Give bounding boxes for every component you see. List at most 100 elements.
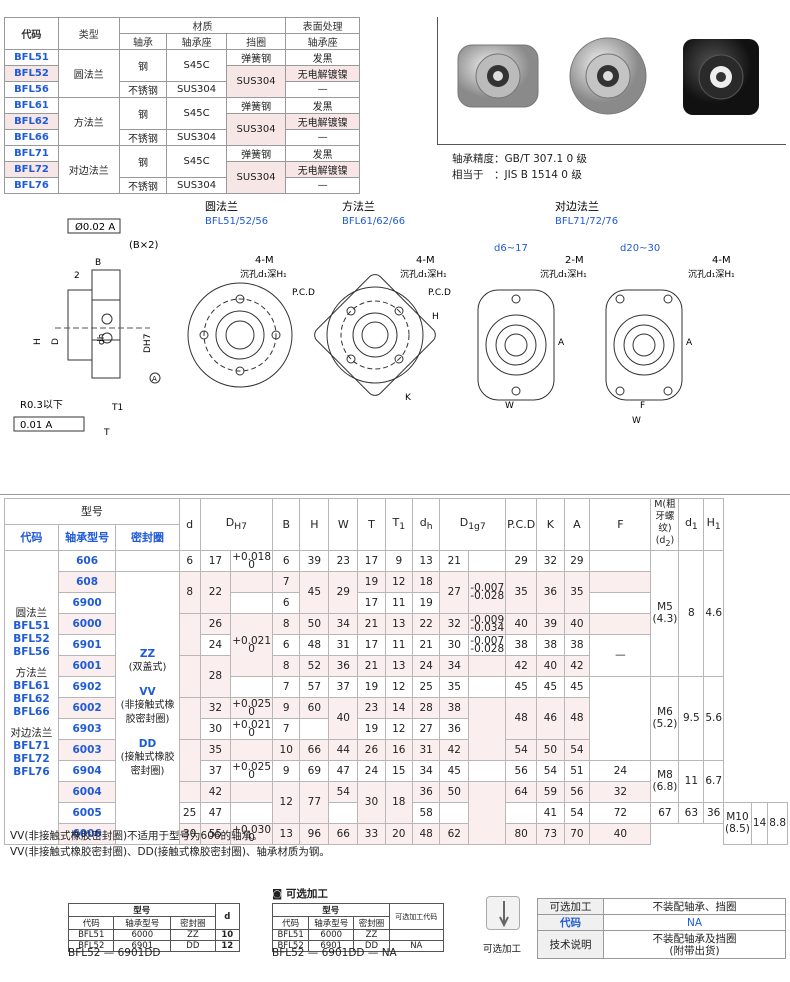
spec-cell: 36 bbox=[328, 654, 359, 677]
spec-m-label: (5.2) bbox=[652, 718, 678, 731]
spec-cell: 45 bbox=[505, 675, 538, 698]
spec-cell: 48 bbox=[299, 633, 330, 656]
spec-cell: 23 bbox=[328, 549, 359, 572]
option-icon-label: 可选加工 bbox=[483, 944, 522, 955]
square-title: 方法兰 bbox=[342, 199, 375, 213]
spec-cell: 19 bbox=[357, 675, 386, 698]
material-cell: 钢 bbox=[118, 145, 168, 178]
material-cell: 发黑 bbox=[285, 97, 360, 114]
spec-header-t: T bbox=[357, 498, 386, 551]
spec-cell: 47 bbox=[199, 801, 232, 824]
spec-bearing-cell: 6904 bbox=[57, 759, 117, 782]
ex1-header-seal: 密封圈 bbox=[170, 916, 216, 930]
ex2-cell: ZZ bbox=[353, 929, 390, 941]
spec-cell: 32 bbox=[439, 612, 470, 635]
spec-cell: 37 bbox=[328, 675, 359, 698]
material-cell: SUS304 bbox=[225, 113, 287, 146]
spec-cell: 62 bbox=[439, 822, 470, 845]
spec-cell: 56 bbox=[505, 759, 538, 782]
dim-2: 2 bbox=[74, 271, 80, 281]
spec-cell: 29 bbox=[563, 549, 591, 572]
tolerance-cell bbox=[468, 654, 507, 677]
datum-a: A bbox=[152, 375, 157, 383]
spec-cell bbox=[439, 801, 470, 824]
spec-cell: 9 bbox=[384, 549, 413, 572]
spec-header-bearing: 轴承型号 bbox=[57, 523, 117, 551]
spec-seal-label: (双盖式) bbox=[128, 661, 167, 673]
spec-cell: 54 bbox=[563, 738, 591, 761]
material-header-code: 代码 bbox=[4, 17, 59, 50]
spec-cell: 30 bbox=[439, 633, 470, 656]
spec-cell: 35 bbox=[199, 738, 232, 761]
material-cell: SUS304 bbox=[225, 161, 287, 194]
spec-m-label: M10 bbox=[726, 811, 749, 824]
spec-cell bbox=[178, 738, 201, 782]
spec-seal-label: VV bbox=[139, 685, 156, 698]
spec-cell: 42 bbox=[199, 780, 232, 803]
spec-cell: 48 bbox=[563, 696, 591, 740]
option-header-desc: 技术说明 bbox=[537, 930, 604, 959]
spec-m-label: M5 bbox=[657, 601, 673, 614]
spec-m-cell: M10(8.5) bbox=[723, 801, 752, 845]
spec-bearing-cell: 6002 bbox=[57, 696, 117, 719]
spec-cell: 25 bbox=[178, 801, 201, 824]
ex1-header-code: 代码 bbox=[67, 916, 115, 930]
spec-bearing-cell: 6900 bbox=[57, 591, 117, 614]
spec-m-cell: M5(4.3) bbox=[650, 549, 680, 677]
spec-cell: 11 bbox=[384, 633, 413, 656]
spec-header-m: M(粗牙螺纹)(d2) bbox=[650, 498, 680, 551]
ex1-header-bearing: 轴承型号 bbox=[113, 916, 172, 930]
spec-cell: 17 bbox=[357, 591, 386, 614]
spec-header-a: A bbox=[563, 498, 591, 551]
material-cell: — bbox=[285, 81, 360, 98]
option-value-code: NA bbox=[603, 914, 786, 931]
spec-cell: 27 bbox=[439, 570, 470, 614]
r03-label: R0.3以下 bbox=[20, 400, 63, 411]
opposite-flange-view: 对边法兰 BFL71/72/76 d6~17 d20~30 2-M 沉孔d₁深H… bbox=[477, 199, 735, 426]
spec-header-dh7: DH7 bbox=[199, 498, 274, 551]
spec-cell: 8 bbox=[178, 570, 201, 614]
spec-m-cell: M6(5.2) bbox=[650, 675, 680, 761]
material-cell: 圆法兰 bbox=[57, 49, 120, 98]
spec-header-h: H bbox=[299, 498, 330, 551]
spec-d1-cell: 14 bbox=[750, 801, 769, 845]
spec-cell: 45 bbox=[536, 675, 565, 698]
material-cell: BFL66 bbox=[4, 129, 59, 146]
material-cell: 无电解镀镍 bbox=[285, 113, 360, 130]
spec-cell: 6 bbox=[272, 591, 301, 614]
spec-f-cell: 40 bbox=[589, 822, 652, 845]
spec-cell: 39 bbox=[536, 612, 565, 635]
material-header-surface: 表面处理 bbox=[285, 17, 360, 34]
spec-bearing-cell: 6001 bbox=[57, 654, 117, 677]
dim-b: B bbox=[95, 258, 101, 268]
spec-f-cell bbox=[589, 549, 652, 572]
spec-header-w: W bbox=[328, 498, 359, 551]
material-cell: 发黑 bbox=[285, 145, 360, 162]
round-pcd: P.C.D bbox=[292, 288, 315, 298]
ex2-header-code: 代码 bbox=[271, 916, 310, 930]
spec-cell: 28 bbox=[411, 696, 441, 719]
spec-cell: 25 bbox=[411, 675, 441, 698]
material-cell: S45C bbox=[166, 49, 227, 82]
spec-cell: 67 bbox=[650, 801, 680, 824]
spec-cell: 35 bbox=[563, 570, 591, 614]
spec-code-label: BFL76 bbox=[13, 766, 50, 779]
spec-cell: 21 bbox=[439, 549, 470, 572]
material-cell: BFL71 bbox=[4, 145, 59, 162]
ex1-header-d: d bbox=[214, 903, 240, 930]
spec-bearing-cell: 6901 bbox=[57, 633, 117, 656]
ex2-header-seal: 密封圈 bbox=[353, 916, 390, 930]
spec-cell: 39 bbox=[299, 549, 330, 572]
spec-f-cell bbox=[589, 612, 652, 635]
dim-t1: T1 bbox=[111, 403, 123, 413]
spec-cell bbox=[299, 717, 330, 740]
spec-cell: 28 bbox=[199, 654, 232, 698]
spec-cell: 36 bbox=[536, 570, 565, 614]
option-desc-line1: 不装配轴承及挡圈 bbox=[652, 932, 737, 945]
spec-code-label: BFL51 bbox=[13, 620, 50, 633]
spec-header-d: d bbox=[178, 498, 201, 551]
square-hole: 沉孔d₁深H₁ bbox=[400, 269, 447, 280]
precision-line2: 相当于 ：JIS B 1514 0 级 bbox=[452, 169, 582, 181]
